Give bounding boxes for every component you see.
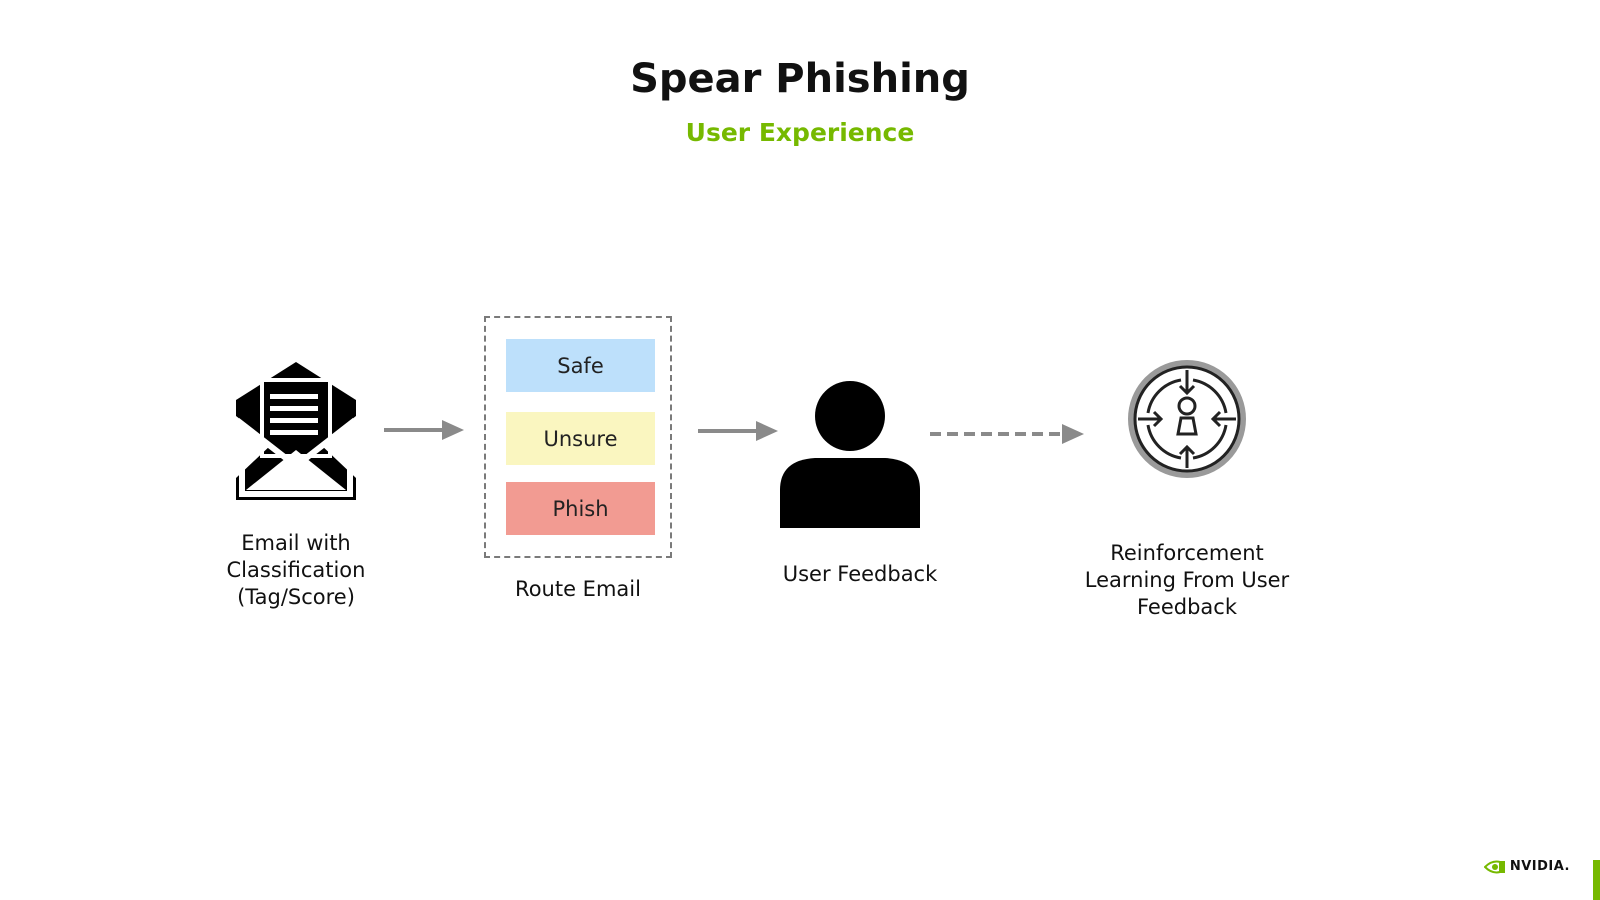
rl-label-line: Feedback — [1136, 595, 1237, 619]
user-node-label: User Feedback — [782, 562, 938, 586]
person-icon — [780, 381, 920, 528]
edge-arrow-email-to-route — [384, 420, 464, 440]
rl-label-line: Reinforcement — [1110, 541, 1264, 565]
email-label-line: Classification — [226, 558, 366, 582]
nvidia-logo-text: NVIDIA. — [1509, 859, 1570, 874]
edge-arrow-user-to-rl — [930, 424, 1084, 444]
category-unsure-label: Unsure — [543, 426, 618, 451]
category-safe: Safe — [506, 339, 655, 392]
category-safe-label: Safe — [557, 353, 604, 378]
route-node-label: Route Email — [515, 577, 641, 601]
email-label-line: (Tag/Score) — [237, 585, 355, 609]
edge-arrow-route-to-user — [698, 421, 778, 441]
open-envelope-icon — [236, 362, 356, 500]
rl-node-label: Reinforcement Learning From User Feedbac… — [1062, 540, 1312, 621]
route-email-box: Safe Unsure Phish — [484, 316, 672, 558]
nvidia-logo: NVIDIA. — [1483, 859, 1570, 874]
accent-bar — [1593, 860, 1600, 900]
page-title: Spear Phishing — [630, 56, 970, 102]
page-subtitle: User Experience — [685, 118, 915, 147]
rl-label-line: Learning From User — [1084, 568, 1290, 592]
email-label-line: Email with — [241, 531, 351, 555]
nvidia-eye-icon — [1483, 860, 1505, 873]
category-phish-label: Phish — [552, 496, 609, 521]
category-phish: Phish — [506, 482, 655, 535]
category-unsure: Unsure — [506, 412, 655, 465]
email-node-label: Email with Classification (Tag/Score) — [194, 530, 398, 611]
target-person-arrows-icon — [1128, 360, 1246, 478]
